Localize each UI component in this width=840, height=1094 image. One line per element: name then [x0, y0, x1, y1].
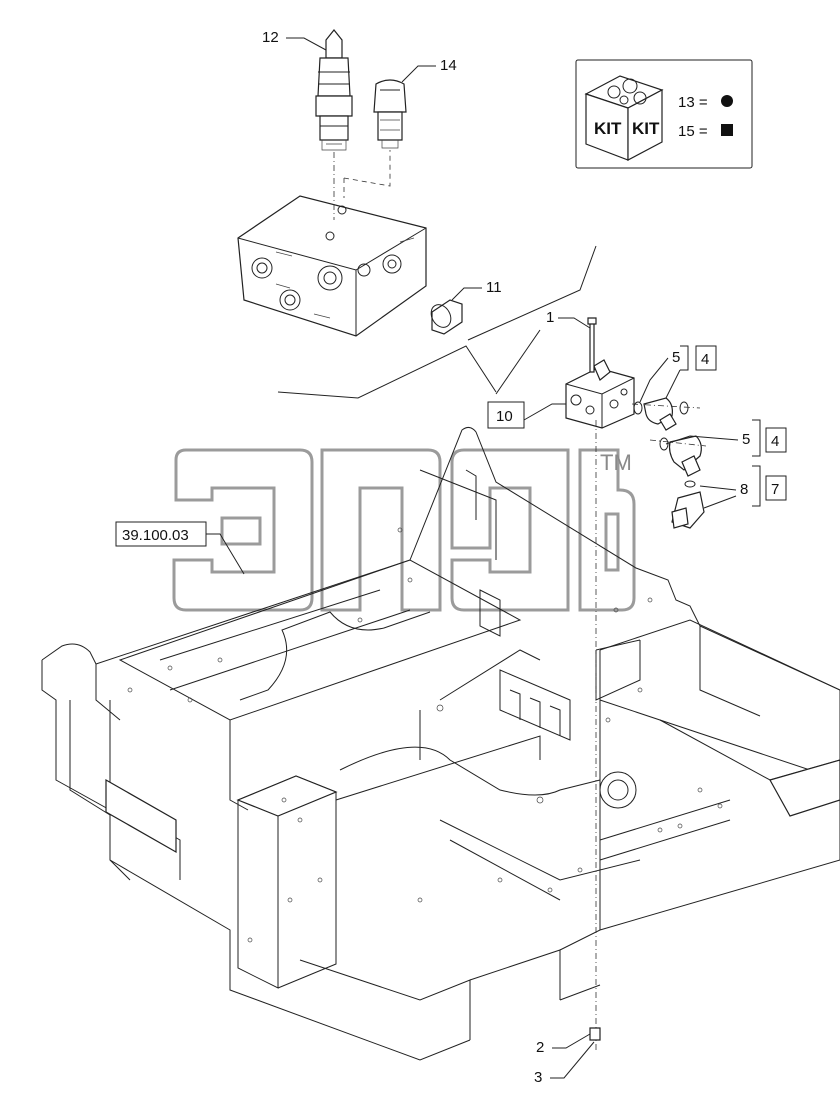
callout-1: 1 [546, 309, 591, 329]
svg-text:4: 4 [701, 351, 709, 368]
svg-text:39.100.03: 39.100.03 [122, 527, 189, 544]
kit-row1-label: 13 = [678, 94, 708, 111]
trademark-symbol: TM [600, 450, 632, 475]
reference-39-100-03: 39.100.03 [115, 521, 245, 575]
kit-square-symbol [721, 124, 733, 136]
callout-5-4-upper: 5 4 [639, 345, 717, 403]
svg-text:7: 7 [771, 481, 779, 498]
svg-text:4: 4 [771, 433, 779, 450]
callout-5-4-lower: 5 4 [665, 419, 787, 457]
kit-face-left: KIT [594, 119, 622, 138]
svg-text:11: 11 [486, 279, 502, 296]
callout-10: 10 [487, 401, 566, 429]
callout-8-7: 8 7 [699, 465, 787, 509]
svg-text:14: 14 [440, 57, 457, 74]
cartridge-valve-12 [315, 29, 353, 151]
valve-manifold-block [237, 195, 427, 337]
callout-12: 12 [262, 29, 327, 51]
fittings [633, 397, 705, 529]
svg-text:12: 12 [262, 29, 279, 46]
kit-legend: KIT KIT 13 = 15 = [575, 59, 753, 169]
svg-text:5: 5 [742, 431, 750, 448]
svg-text:1: 1 [546, 309, 554, 326]
kit-row2-label: 15 = [678, 123, 708, 140]
watermark-logo: TM [172, 448, 636, 612]
callout-3: 3 [534, 1041, 595, 1086]
svg-text:2: 2 [536, 1039, 544, 1056]
plug-14 [373, 79, 407, 149]
svg-text:5: 5 [672, 349, 680, 366]
nut-2-3 [589, 1027, 601, 1041]
callout-11: 11 [451, 279, 502, 301]
callout-2: 2 [536, 1033, 591, 1056]
svg-text:8: 8 [740, 481, 748, 498]
kit-circle-symbol [721, 95, 733, 107]
solenoid-valve-block-10 [565, 359, 635, 429]
svg-text:10: 10 [496, 408, 513, 425]
pin-1 [587, 317, 597, 373]
chassis-frame [41, 426, 840, 1061]
kit-face-right: KIT [632, 119, 660, 138]
cap-11 [430, 299, 463, 335]
callout-14: 14 [401, 57, 457, 83]
svg-text:3: 3 [534, 1069, 542, 1086]
